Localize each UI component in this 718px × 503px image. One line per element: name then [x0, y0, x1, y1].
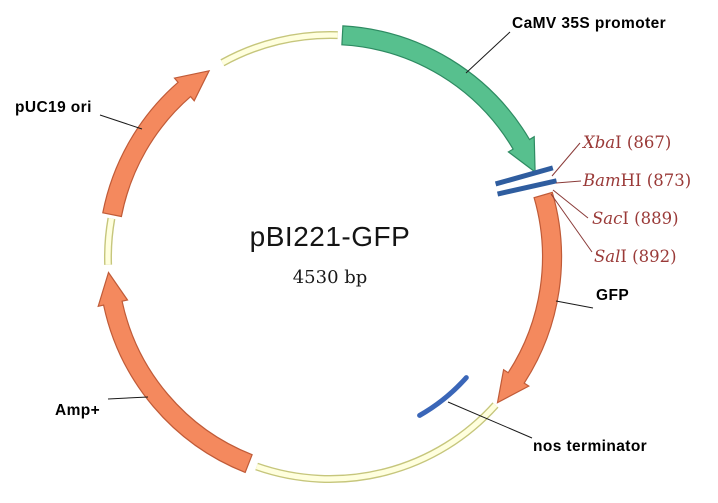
enzyme-name-sac: Sac — [592, 209, 623, 228]
label-gfp: GFP — [596, 287, 630, 304]
site-position-bam: HI (873) — [620, 171, 692, 190]
plasmid-title: pBI221-GFP — [249, 221, 411, 252]
plasmid-backbone-ring — [105, 218, 114, 265]
nos-terminator-line — [417, 375, 469, 418]
label-amp: Amp+ — [55, 402, 101, 419]
leader-line — [465, 31, 511, 74]
site-leader-line — [550, 193, 593, 253]
label-site-bamhi: BamHI (873) — [583, 171, 691, 190]
site-position-sal: I (892) — [620, 247, 677, 266]
enzyme-name-bam: Bam — [583, 171, 621, 190]
label-nos-terminator: nos terminator — [533, 438, 648, 455]
enzyme-name-xba: Xba — [583, 133, 616, 152]
feature-arc-gfp — [496, 191, 563, 404]
plasmid-backbone-ring — [255, 402, 499, 483]
plasmid-size: 4530 bp — [292, 267, 368, 288]
leader-line — [107, 396, 149, 400]
leader-line — [99, 114, 143, 130]
site-position-sac: I (889) — [622, 209, 679, 228]
leader-line — [555, 300, 594, 309]
restriction-site-marker — [494, 165, 554, 187]
label-camv-35s-promoter: CaMV 35S promoter — [512, 15, 667, 32]
label-site-saci: SacI (889) — [592, 209, 679, 228]
site-leader-line — [551, 142, 581, 177]
site-position-xba: I (867) — [615, 133, 672, 152]
site-leader-line — [552, 189, 589, 219]
feature-arc-camv — [341, 25, 536, 174]
enzyme-name-sal: Sal — [594, 247, 621, 266]
plasmid-backbone-ring — [255, 403, 498, 482]
leader-line — [447, 401, 533, 439]
label-puc19-ori: pUC19 ori — [15, 99, 92, 116]
feature-arc-amp — [97, 271, 253, 474]
label-site-sali: SalI (892) — [594, 247, 677, 266]
feature-arc-puc — [102, 69, 211, 218]
restriction-site-marker — [497, 178, 558, 197]
label-site-xbai: XbaI (867) — [583, 133, 671, 152]
site-leader-line — [555, 180, 582, 184]
plasmid-backbone-ring — [221, 32, 338, 66]
